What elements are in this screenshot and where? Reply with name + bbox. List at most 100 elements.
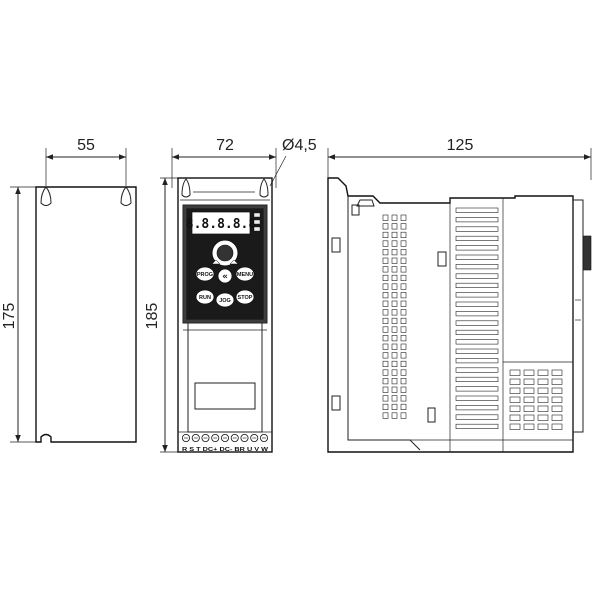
bottom-grille bbox=[509, 369, 563, 430]
jog-button-label: JOG bbox=[219, 298, 231, 304]
vent-slot bbox=[382, 343, 389, 350]
vent-slot bbox=[400, 240, 407, 247]
mounting-plate-view: 55 175 bbox=[1, 137, 137, 443]
dim-label-125: 125 bbox=[447, 137, 474, 154]
dim-label-hole: Ø4,5 bbox=[282, 137, 317, 154]
grille-slot bbox=[523, 387, 535, 394]
up-arrow-icon[interactable] bbox=[211, 259, 221, 265]
vent-slot bbox=[400, 274, 407, 282]
vent-slot bbox=[382, 317, 389, 325]
grille-slot bbox=[551, 423, 563, 430]
vent-slot bbox=[391, 352, 398, 359]
vent-slot bbox=[382, 292, 389, 299]
vent-slot bbox=[455, 273, 499, 279]
vent-slot bbox=[400, 223, 407, 230]
vent-slot bbox=[400, 369, 407, 376]
grille-slot bbox=[509, 405, 521, 412]
vent-slot bbox=[382, 309, 389, 316]
vent-slot bbox=[400, 335, 407, 342]
vent-slot bbox=[391, 317, 398, 325]
vent-slot bbox=[382, 214, 389, 221]
grille-slot bbox=[523, 396, 535, 403]
led-digits: 8.8.8.8.8 bbox=[186, 217, 257, 232]
vent-slot bbox=[382, 266, 389, 273]
vent-slot bbox=[400, 378, 407, 385]
side-latch-lower bbox=[331, 395, 341, 411]
run-button[interactable] bbox=[195, 289, 215, 305]
vent-slot bbox=[391, 369, 398, 376]
vent-slot bbox=[391, 360, 398, 368]
side-latch-upper bbox=[331, 237, 341, 253]
grille-slot bbox=[551, 396, 563, 403]
stop-button-label: STOP bbox=[238, 295, 253, 301]
vent-slot bbox=[391, 283, 398, 290]
vent-slot bbox=[382, 231, 389, 238]
vent-slot bbox=[455, 235, 499, 241]
dim-label-72: 72 bbox=[216, 137, 234, 154]
vent-slot bbox=[400, 352, 407, 359]
vent-slot bbox=[391, 335, 398, 342]
prog-button[interactable] bbox=[195, 266, 215, 282]
indicator-led-1 bbox=[253, 212, 261, 218]
vent-slot bbox=[400, 214, 407, 221]
vent-slot bbox=[391, 257, 398, 264]
vent-slot bbox=[455, 386, 499, 392]
menu-button[interactable] bbox=[235, 266, 255, 282]
vent-slot bbox=[455, 254, 499, 260]
vent-slot bbox=[382, 395, 389, 402]
vent-slot bbox=[382, 360, 389, 368]
front-mount-hole-right bbox=[259, 178, 269, 198]
vent-slot bbox=[400, 317, 407, 325]
vent-slot bbox=[382, 369, 389, 376]
front-view: 72 Ø4,5 185 8.8.8.8.8 PROG bbox=[144, 137, 317, 453]
vent-slot bbox=[382, 223, 389, 230]
grille-slot bbox=[523, 414, 535, 421]
vent-slot bbox=[400, 283, 407, 290]
grille-slot bbox=[537, 405, 549, 412]
stop-button[interactable] bbox=[235, 289, 255, 305]
vent-slots-left bbox=[382, 214, 407, 419]
grille-slot bbox=[537, 369, 549, 376]
grille-slot bbox=[551, 369, 563, 376]
lower-cover bbox=[187, 323, 263, 433]
vent-slot bbox=[455, 217, 499, 223]
vent-slot bbox=[455, 207, 499, 213]
side-latch-bottom bbox=[427, 407, 436, 423]
vent-slot bbox=[391, 403, 398, 411]
vent-slot bbox=[391, 378, 398, 385]
vent-slot bbox=[391, 412, 398, 419]
vent-slot bbox=[391, 386, 398, 393]
front-mount-hole-left bbox=[181, 178, 191, 198]
enter-button[interactable] bbox=[217, 268, 233, 284]
vent-slot bbox=[455, 292, 499, 298]
grille-slot bbox=[551, 414, 563, 421]
front-housing bbox=[177, 177, 273, 453]
vent-slot bbox=[391, 266, 398, 273]
led-display bbox=[191, 211, 251, 235]
side-view: 125 bbox=[327, 137, 592, 453]
grille-slot bbox=[509, 396, 521, 403]
vent-slot bbox=[391, 231, 398, 238]
vent-slot bbox=[455, 245, 499, 251]
jog-button[interactable] bbox=[215, 292, 235, 308]
vent-slot bbox=[382, 257, 389, 264]
grille-slot bbox=[509, 387, 521, 394]
vent-slot bbox=[455, 348, 499, 354]
vent-slot bbox=[400, 403, 407, 411]
nameplate-window bbox=[194, 382, 256, 410]
vent-slot bbox=[391, 300, 398, 307]
keyhole-right bbox=[120, 186, 132, 206]
vent-slot bbox=[400, 300, 407, 307]
vent-slot bbox=[382, 412, 389, 419]
up-arrow-icon-2[interactable] bbox=[229, 259, 239, 265]
dim-label-175: 175 bbox=[1, 303, 18, 330]
vent-slot bbox=[382, 240, 389, 247]
vent-slot bbox=[400, 309, 407, 316]
vent-slot bbox=[382, 283, 389, 290]
menu-button-label: MENU bbox=[237, 272, 253, 278]
dim-label-185: 185 bbox=[144, 303, 161, 330]
vent-slot bbox=[455, 339, 499, 345]
vent-slot bbox=[391, 309, 398, 316]
vent-slot bbox=[382, 386, 389, 393]
